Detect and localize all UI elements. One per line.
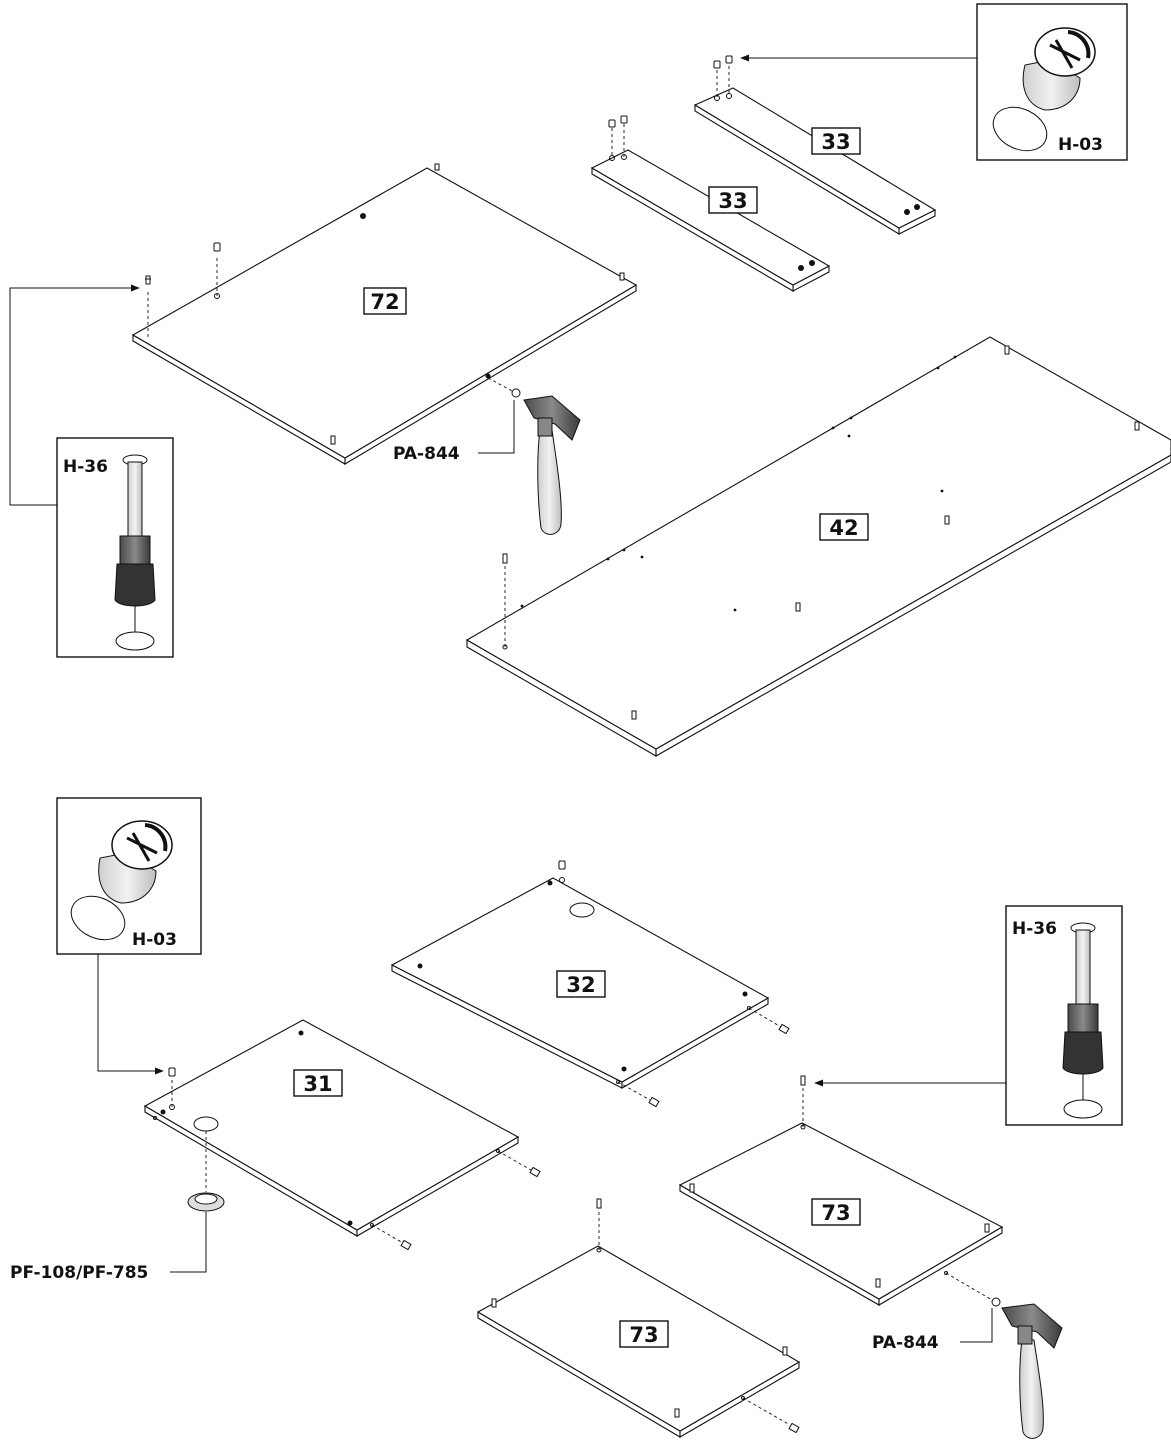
h36-top-arrow [9, 284, 140, 506]
h36-bottom-box: H-36 [1005, 905, 1123, 1126]
panel-73-right [678, 1088, 1004, 1306]
h36-top-label: H-36 [63, 457, 108, 477]
svg-text:33: 33 [821, 130, 850, 154]
svg-text:42: 42 [829, 516, 858, 540]
svg-text:31: 31 [303, 1072, 332, 1096]
h03-top-label: H-03 [1058, 135, 1103, 155]
h36-bottom-label: H-36 [1012, 919, 1057, 939]
pa844-top-leader [478, 400, 515, 454]
panel-42 [465, 336, 1171, 757]
part-label-32: 32 [556, 970, 606, 998]
svg-text:33: 33 [718, 189, 747, 213]
hammer-icon [487, 377, 581, 535]
cam-bolt-icon [168, 860, 990, 1418]
h03-bottom-label: H-03 [132, 930, 177, 950]
h36-top-box: H-36 [56, 437, 174, 658]
part-label-73-left: 73 [619, 1320, 669, 1348]
h03-bottom-box: H-03 [56, 797, 202, 955]
part-label-72: 72 [363, 287, 407, 315]
svg-text:32: 32 [566, 973, 595, 997]
part-label-33-lower: 33 [708, 186, 758, 214]
panel-31 [143, 1019, 532, 1244]
pa844-bottom-label: PA-844 [872, 1333, 939, 1353]
part-label-31: 31 [293, 1069, 343, 1097]
h03-bottom-arrow [97, 954, 164, 1075]
screw-icon [400, 1023, 800, 1434]
hammer-icon [991, 1297, 1063, 1439]
part-label-33-upper: 33 [811, 127, 861, 155]
part-label-73-right: 73 [811, 1198, 861, 1226]
pa844-bottom-leader [960, 1308, 993, 1343]
svg-text:73: 73 [821, 1201, 850, 1225]
pa844-top-label: PA-844 [393, 444, 460, 464]
grommet-icon [187, 1192, 225, 1212]
svg-text:72: 72 [370, 290, 399, 314]
panel-33-upper [693, 66, 937, 235]
panel-33-lower [590, 124, 831, 292]
pf-grommet-label: PF-108/PF-785 [10, 1263, 148, 1283]
cam-bolt-icon [145, 55, 1140, 720]
part-label-42: 42 [819, 513, 869, 541]
svg-text:73: 73 [629, 1323, 658, 1347]
pf-leader [170, 1212, 207, 1273]
h03-top-box: H-03 [976, 3, 1128, 161]
